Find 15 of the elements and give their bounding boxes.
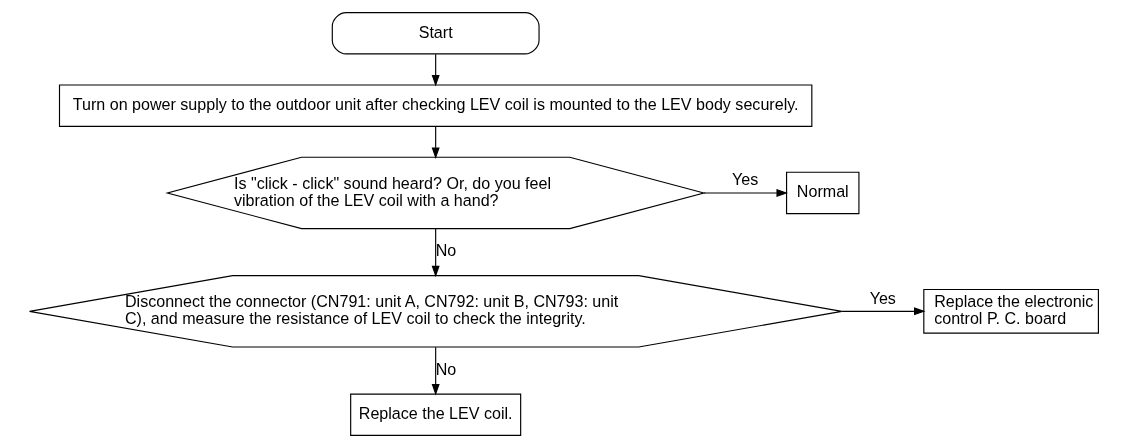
node-box: Replace the LEV coil. — [349, 393, 521, 436]
node-box: Turn on power supply to the outdoor unit after checking LEV coil is mounted to the LEV body securely. — [58, 84, 812, 127]
arrow — [431, 125, 440, 159]
edge-label: No — [435, 359, 456, 378]
edge-label: Yes — [869, 288, 896, 307]
node-box: Start — [331, 12, 540, 55]
arrow — [702, 188, 788, 197]
arrow — [431, 346, 440, 396]
arrow — [431, 53, 440, 87]
node-box: Replace the electronic control P. C. board — [922, 288, 1099, 334]
arrow — [431, 228, 440, 278]
edge-label: No — [435, 241, 456, 260]
edge-label: Yes — [731, 170, 758, 189]
node-box: Normal — [785, 171, 859, 215]
arrow — [840, 307, 925, 316]
